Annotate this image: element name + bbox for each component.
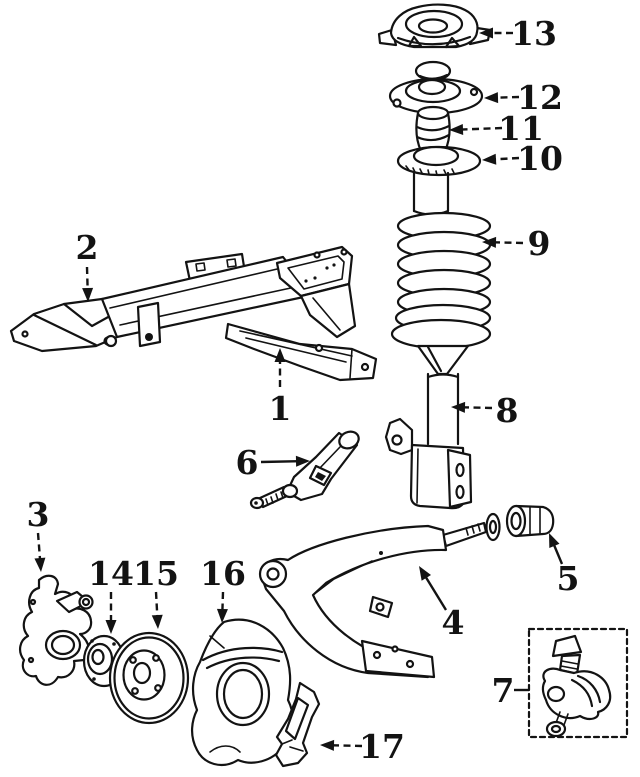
arrowhead-icon [449, 123, 464, 135]
callout-5: 5 [549, 533, 579, 598]
part-number-label: 4 [442, 603, 465, 642]
leader-line [492, 241, 524, 245]
leader-line [85, 266, 89, 292]
lower-control-arm-drawing [258, 512, 501, 679]
callout-12: 12 [484, 78, 563, 117]
strut-drawing [384, 372, 473, 510]
leader-line [494, 95, 520, 99]
leader-line [552, 542, 564, 565]
callout-8: 8 [451, 391, 518, 430]
leader-line [154, 591, 159, 619]
caliper-bracket-drawing [274, 681, 321, 768]
arrowhead-icon [274, 348, 286, 362]
callout-17: 17 [320, 727, 405, 766]
leader-line [260, 460, 300, 464]
leader-line [459, 126, 503, 131]
strut-mount-drawing [377, 3, 492, 49]
arrowhead-icon [419, 566, 432, 581]
brake-rotor-drawing [108, 631, 190, 725]
arrowhead-icon [82, 287, 94, 302]
callout-13: 13 [479, 14, 557, 53]
leader-line [221, 591, 225, 613]
callout-3: 3 [27, 495, 50, 572]
knuckle-arm-drawing [249, 430, 360, 510]
arrowhead-icon [151, 614, 163, 629]
part-number-label: 11 [498, 109, 544, 148]
callout-11: 11 [449, 109, 544, 148]
part-number-label: 5 [557, 559, 580, 598]
callout-1: 1 [269, 348, 292, 428]
arrowhead-icon [479, 27, 493, 39]
leader-line [492, 156, 520, 161]
part-number-label: 17 [359, 727, 405, 766]
arrowhead-icon [34, 557, 46, 572]
diagram-artwork [9, 3, 629, 768]
callout-4: 4 [419, 566, 464, 642]
coil-spring-drawing [390, 211, 492, 376]
arrowhead-icon [216, 608, 228, 623]
steering-knuckle-drawing [18, 574, 94, 686]
leader-line [330, 744, 363, 748]
part-number-label: 2 [76, 228, 99, 267]
arrowhead-icon [482, 153, 497, 165]
crossmember-drawing [9, 245, 378, 382]
arrowhead-icon [105, 620, 117, 634]
callout-14: 14 [88, 554, 134, 634]
callout-6: 6 [236, 443, 310, 482]
leader-line [423, 574, 448, 611]
part-number-label: 8 [496, 391, 519, 430]
arrowhead-icon [482, 236, 497, 248]
callout-10: 10 [482, 139, 563, 178]
part-number-label: 16 [200, 554, 246, 593]
leader-line [36, 532, 42, 562]
callout-15: 15 [133, 554, 179, 629]
arrowhead-icon [451, 401, 466, 413]
strut-support-drawing [388, 60, 484, 115]
part-number-label: 9 [528, 224, 551, 263]
part-number-label: 7 [492, 671, 515, 710]
part-number-label: 10 [517, 139, 563, 178]
part-number-label: 1 [269, 389, 292, 428]
part-number-label: 15 [133, 554, 179, 593]
part-number-label: 3 [27, 495, 50, 534]
ball-joint-inset [527, 627, 629, 739]
splash-shield-drawing [191, 618, 294, 767]
callout-7: 7 [492, 671, 529, 710]
part-number-label: 6 [236, 443, 259, 482]
spring-seat-drawing [396, 145, 482, 216]
arrowhead-icon [295, 455, 310, 467]
callout-2: 2 [76, 228, 99, 302]
leader-line [461, 406, 493, 410]
part-number-label: 12 [517, 78, 563, 117]
control-arm-bushing-drawing [505, 504, 555, 538]
arrowhead-icon [320, 739, 335, 751]
part-number-label: 14 [88, 554, 134, 593]
arrowhead-icon [484, 92, 499, 104]
arrowhead-icon [549, 533, 560, 549]
callout-9: 9 [482, 224, 550, 263]
part-number-label: 13 [511, 14, 557, 53]
callout-16: 16 [200, 554, 246, 623]
